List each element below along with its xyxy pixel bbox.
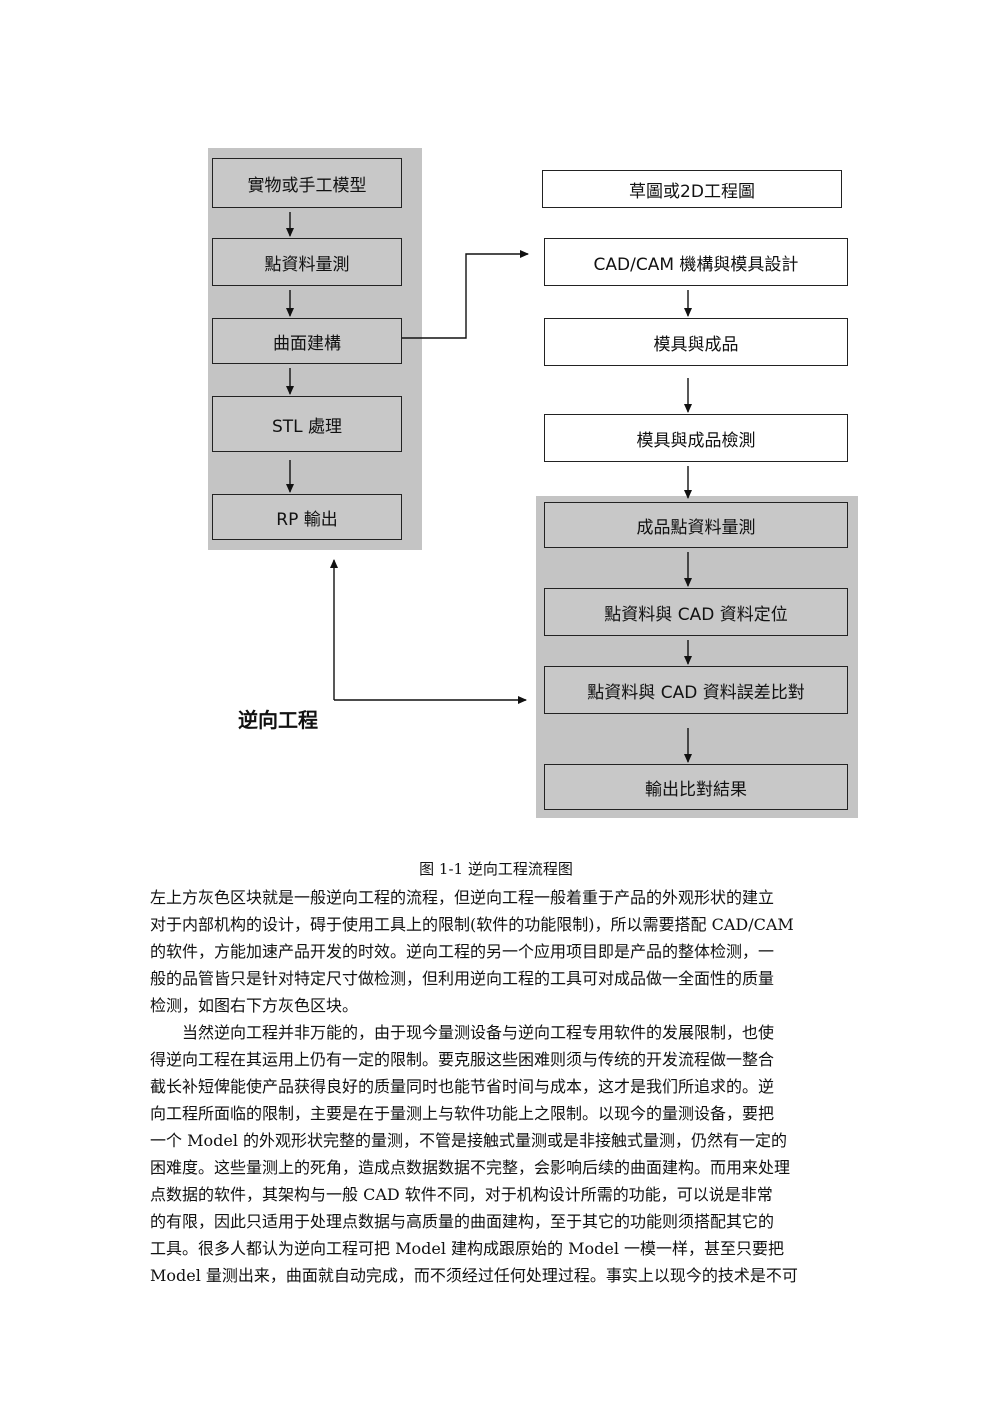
reverse-engineering-label: 逆向工程 bbox=[238, 708, 318, 732]
p2-line-6: 困难度。这些量测上的死角，造成点数据数据不完整，会影响后续的曲面建构。而用来处理 bbox=[150, 1158, 791, 1177]
p2-line-3: 截长补短俾能使产品获得良好的质量同时也能节省时间与成本，这才是我们所追求的。逆 bbox=[150, 1077, 775, 1096]
left-step-1: 實物或手工模型 bbox=[212, 158, 402, 208]
p2-line-7: 点数据的软件，其架构与一般 CAD 软件不同，对于机构设计所需的功能，可以说是非… bbox=[150, 1185, 773, 1204]
left-step-2: 點資料量測 bbox=[212, 238, 402, 286]
p2-line-4: 向工程所面临的限制，主要是在于量测上与软件功能上之限制。以现今的量测设备，要把 bbox=[150, 1104, 775, 1123]
p1-line-4: 般的品管皆只是针对特定尺寸做检测，但利用逆向工程的工具可对成品做一全面性的质量 bbox=[150, 969, 775, 988]
right-step-7: 點資料與 CAD 資料誤差比對 bbox=[544, 666, 848, 714]
p2-line-10: Model 量测出来，曲面就自动完成，而不须经过任何处理过程。事实上以现今的技术… bbox=[150, 1266, 798, 1285]
right-step-4: 模具與成品檢測 bbox=[544, 414, 848, 462]
arrow-surface-to-cadcam bbox=[402, 250, 529, 339]
left-step-5: RP 輸出 bbox=[212, 494, 402, 540]
right-step-1: 草圖或2D工程圖 bbox=[542, 170, 842, 208]
paragraph-1: 左上方灰色区块就是一般逆向工程的流程，但逆向工程一般着重于产品的外观形状的建立 … bbox=[150, 884, 842, 1019]
p2-line-9: 工具。很多人都认为逆向工程可把 Model 建构成跟原始的 Model 一模一样… bbox=[150, 1239, 785, 1258]
flowchart-arrows bbox=[286, 212, 692, 763]
p2-line-5: 一个 Model 的外观形状完整的量测，不管是接触式量测或是非接触式量测，仍然有… bbox=[150, 1131, 788, 1150]
p2-line-8: 的有限，因此只适用于处理点数据与高质量的曲面建构，至于其它的功能则须搭配其它的 bbox=[150, 1212, 775, 1231]
right-step-2: CAD/CAM 機構與模具設計 bbox=[544, 238, 848, 286]
p1-line-2: 对于内部机构的设计，碍于使用工具上的限制(软件的功能限制)，所以需要搭配 CAD… bbox=[150, 915, 794, 934]
right-step-3: 模具與成品 bbox=[544, 318, 848, 366]
paragraph-2: 当然逆向工程并非万能的，由于现今量测设备与逆向工程专用软件的发展限制，也使 得逆… bbox=[150, 1019, 842, 1289]
right-step-5: 成品點資料量測 bbox=[544, 502, 848, 548]
right-step-8: 輸出比對結果 bbox=[544, 764, 848, 810]
p2-line-1: 当然逆向工程并非万能的，由于现今量测设备与逆向工程专用软件的发展限制，也使 bbox=[182, 1023, 775, 1042]
p2-line-2: 得逆向工程在其运用上仍有一定的限制。要克服这些困难则须与传统的开发流程做一整合 bbox=[150, 1050, 775, 1069]
right-step-6: 點資料與 CAD 資料定位 bbox=[544, 588, 848, 636]
figure-caption: 图 1-1 逆向工程流程图 bbox=[419, 860, 573, 878]
reverse-engineering-flowchart: 實物或手工模型 點資料量測 曲面建構 STL 處理 RP 輸出 草圖或2D工程圖… bbox=[200, 126, 872, 822]
p1-line-5: 检测，如图右下方灰色区块。 bbox=[150, 996, 359, 1015]
p1-line-1: 左上方灰色区块就是一般逆向工程的流程，但逆向工程一般着重于产品的外观形状的建立 bbox=[150, 888, 775, 907]
p1-line-3: 的软件，方能加速产品开发的时效。逆向工程的另一个应用项目即是产品的整体检测，一 bbox=[150, 942, 775, 961]
left-step-4: STL 處理 bbox=[212, 396, 402, 452]
left-step-3: 曲面建構 bbox=[212, 318, 402, 364]
